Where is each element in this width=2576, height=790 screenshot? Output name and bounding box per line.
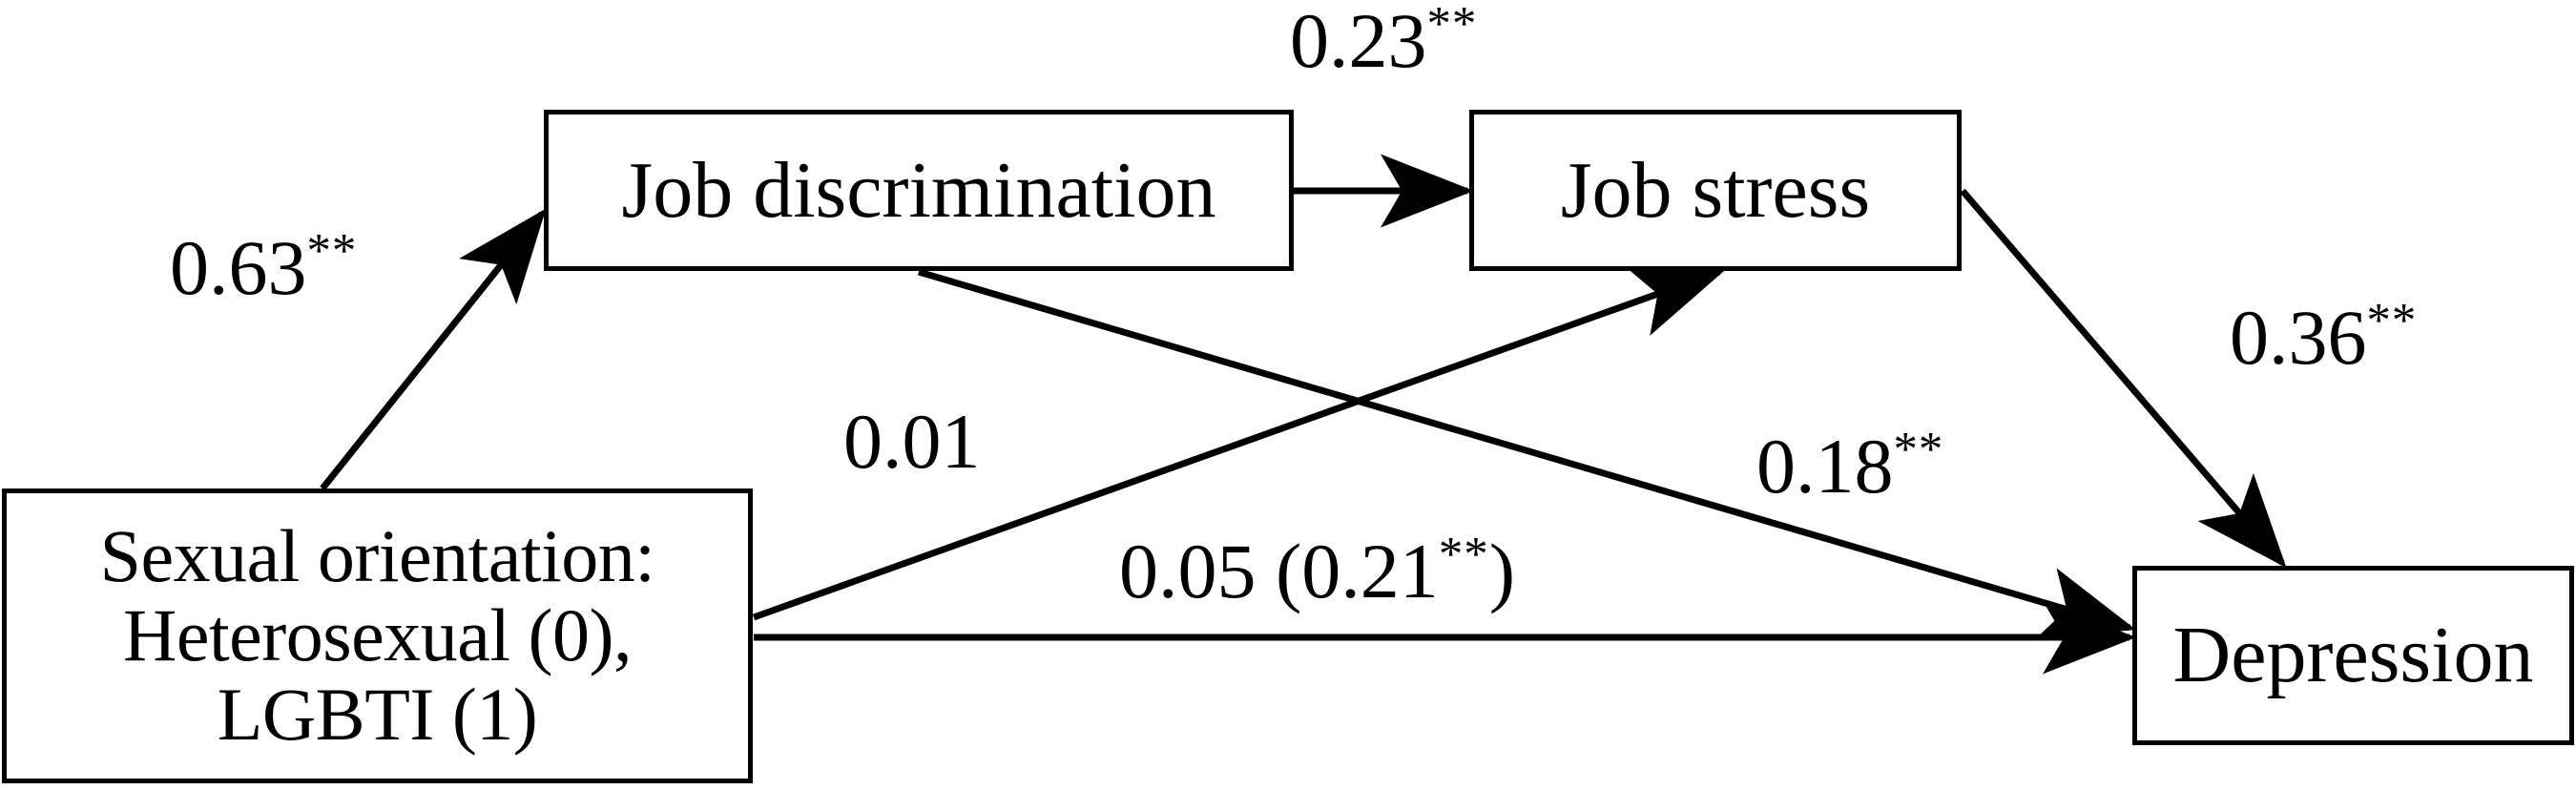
- edge-label-jd-to-depression: 0.18**: [1756, 425, 1943, 506]
- edge-label-jd-to-depression-value: 0.18: [1756, 423, 1894, 509]
- node-job-stress: Job stress: [1469, 110, 1962, 271]
- edge-label-so-to-jd-value: 0.63: [170, 224, 307, 311]
- node-sexual-orientation: Sexual orientation: Heterosexual (0), LG…: [2, 489, 753, 783]
- node-job-stress-label: Job stress: [1560, 145, 1871, 235]
- edge-label-so-to-depression-tail: ): [1488, 528, 1515, 614]
- edge-jd-to-depression: [918, 268, 2136, 639]
- edge-label-so-to-jd: 0.63**: [170, 226, 357, 307]
- edge-label-js-to-depression-value: 0.36: [2230, 294, 2367, 381]
- edge-js-to-depression: [1960, 188, 2287, 569]
- edge-label-js-to-depression-stars: **: [2366, 293, 2418, 347]
- edge-label-js-to-depression: 0.36**: [2230, 296, 2417, 377]
- edge-label-jd-to-js-stars: **: [1426, 0, 1478, 51]
- node-sexual-orientation-label: Sexual orientation: Heterosexual (0), LG…: [99, 514, 655, 756]
- node-job-discrimination: Job discrimination: [544, 110, 1294, 271]
- node-job-discrimination-label: Job discrimination: [621, 145, 1216, 235]
- edge-label-so-to-depression: 0.05 (0.21**): [1119, 530, 1515, 611]
- edge-label-jd-to-js-value: 0.23: [1290, 0, 1427, 84]
- edge-label-jd-to-js: 0.23**: [1290, 0, 1478, 80]
- edge-so-to-js: [752, 266, 1726, 621]
- node-depression: Depression: [2132, 566, 2574, 745]
- edge-label-so-to-js-value: 0.01: [843, 398, 981, 485]
- node-depression-label: Depression: [2172, 611, 2534, 700]
- edge-so-to-jd: [320, 208, 547, 491]
- edge-label-so-to-depression-stars: **: [1438, 527, 1489, 581]
- edge-label-so-to-jd-stars: **: [306, 223, 358, 278]
- edge-label-jd-to-depression-stars: **: [1893, 422, 1944, 476]
- edge-label-so-to-depression-value: 0.05 (0.21: [1119, 528, 1439, 614]
- edge-label-so-to-js: 0.01: [843, 403, 981, 481]
